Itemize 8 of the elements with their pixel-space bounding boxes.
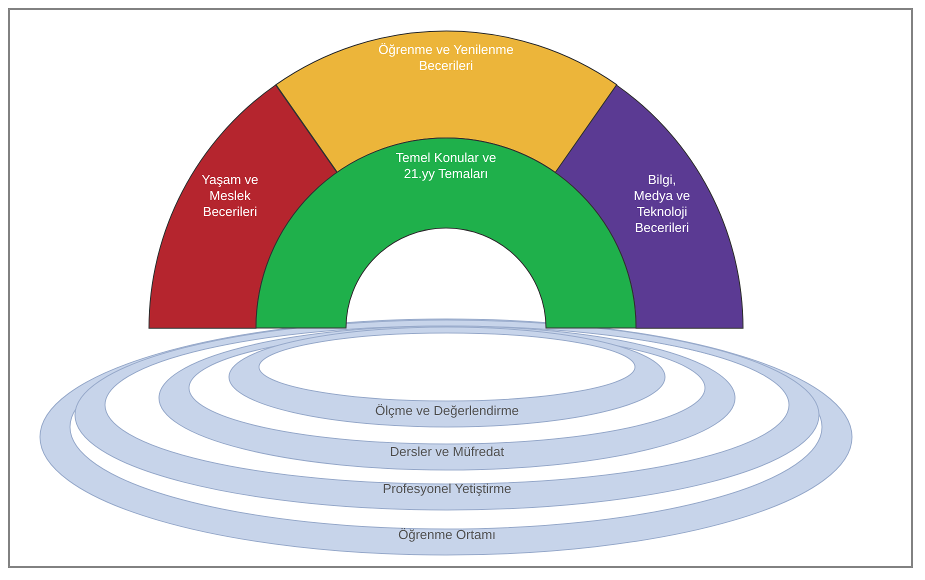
segment-label: Yaşam ve Meslek Becerileri [200, 172, 260, 220]
ring-label: Ölçme ve Değerlendirme [374, 403, 520, 419]
segment-label: Bilgi, Medya ve Teknoloji Becerileri [632, 172, 692, 236]
segment-label: Öğrenme ve Yenilenme Becerileri [377, 42, 515, 74]
ring-label: Profesyonel Yetiştirme [382, 481, 512, 497]
ring-label: Dersler ve Müfredat [388, 444, 506, 460]
segment-label: Temel Konular ve 21.yy Temaları [394, 150, 498, 182]
ring-label: Öğrenme Ortamı [397, 527, 497, 543]
